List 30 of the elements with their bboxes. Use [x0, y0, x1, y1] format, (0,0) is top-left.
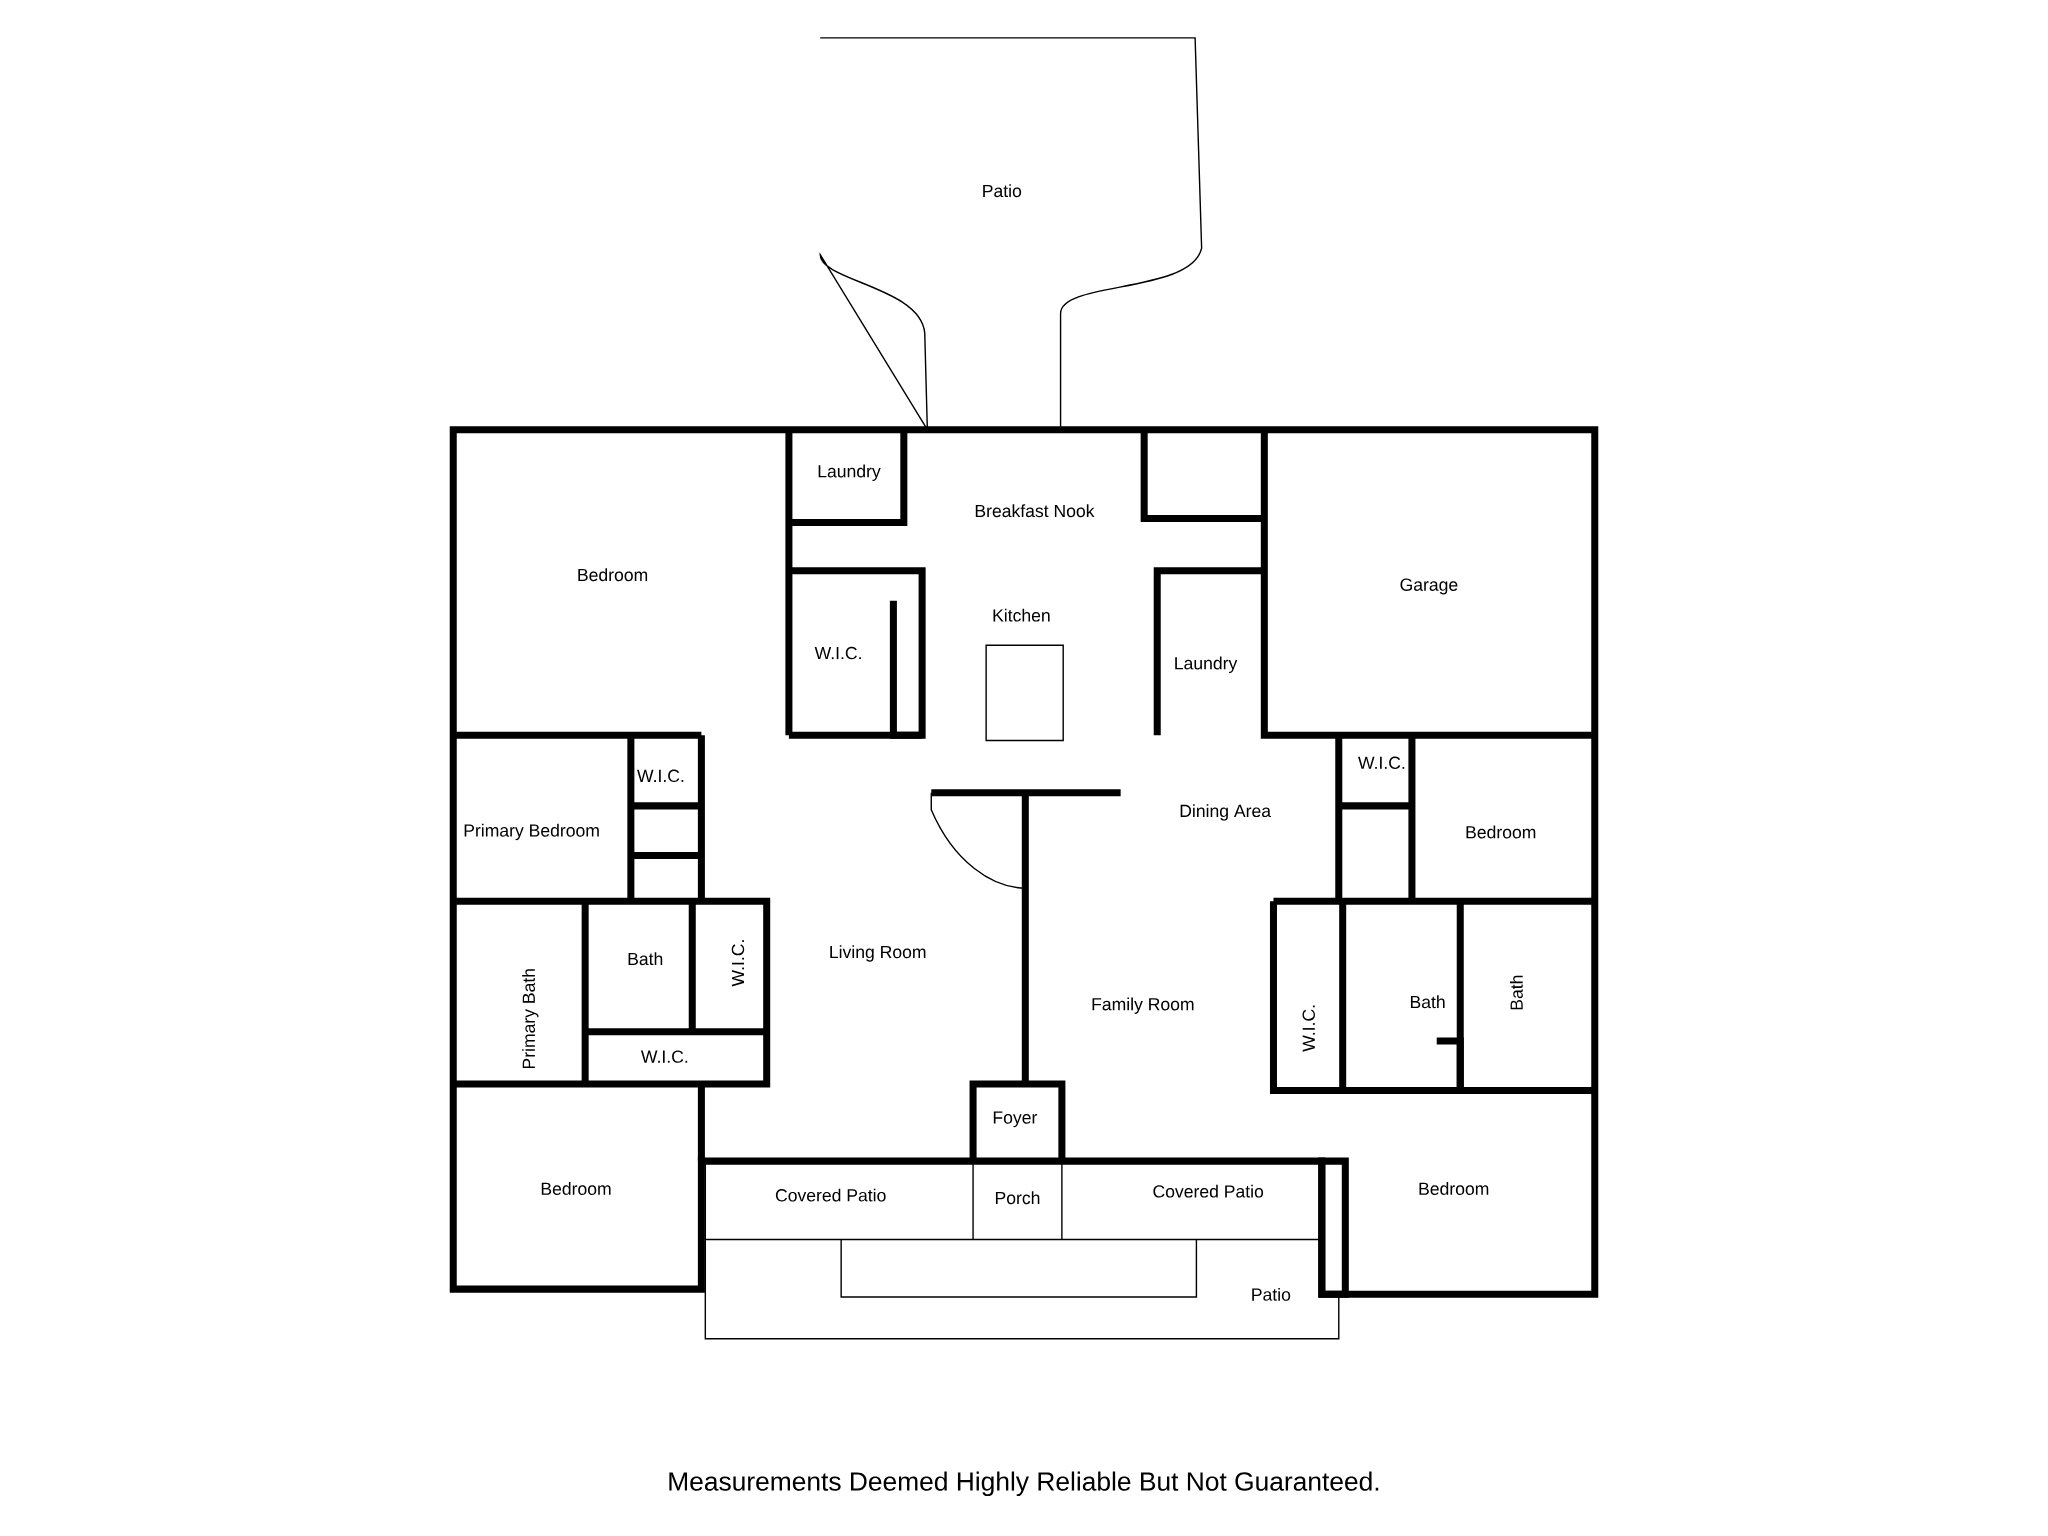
room-label: Garage [1400, 578, 1458, 595]
room-label: Covered Patio [775, 1188, 886, 1202]
room-label: Patio [1252, 1287, 1291, 1301]
room-label: Bedroom [578, 568, 648, 582]
room-label: Family Room [1092, 997, 1194, 1014]
room-label: W.I.C. [1358, 756, 1405, 769]
room-label: Foyer [993, 1111, 1038, 1128]
room-label: Dining Area [1180, 804, 1271, 821]
room-label: Bath [628, 952, 663, 966]
room-label: Laundry [818, 464, 881, 481]
room-label: Bedroom [1419, 1182, 1489, 1195]
room-label: Covered Patio [1153, 1184, 1264, 1198]
room-label: Primary Bath [522, 969, 539, 1069]
room-label: Breakfast Nook [975, 504, 1095, 518]
room-label: W.I.C. [814, 646, 861, 660]
room-label: Bedroom [1466, 825, 1536, 839]
room-label: Patio [983, 184, 1022, 198]
room-label: W.I.C. [640, 1050, 688, 1063]
room-label: Primary Bedroom [464, 823, 599, 841]
room-label: Bath [1410, 995, 1445, 1009]
room-label: Porch [995, 1191, 1040, 1205]
room-label: Laundry [1175, 656, 1238, 673]
room-label: Kitchen [993, 608, 1050, 622]
room-label: Living Room [830, 945, 926, 962]
room-label: W.I.C. [731, 940, 745, 987]
room-label: Bath [1509, 975, 1523, 1010]
room-label: W.I.C. [1302, 1005, 1315, 1052]
room-label: W.I.C. [637, 769, 684, 783]
caption: Measurements Deemed Highly Reliable But Not Guaranteed. [669, 1471, 1379, 1497]
room-label: Bedroom [541, 1182, 611, 1195]
